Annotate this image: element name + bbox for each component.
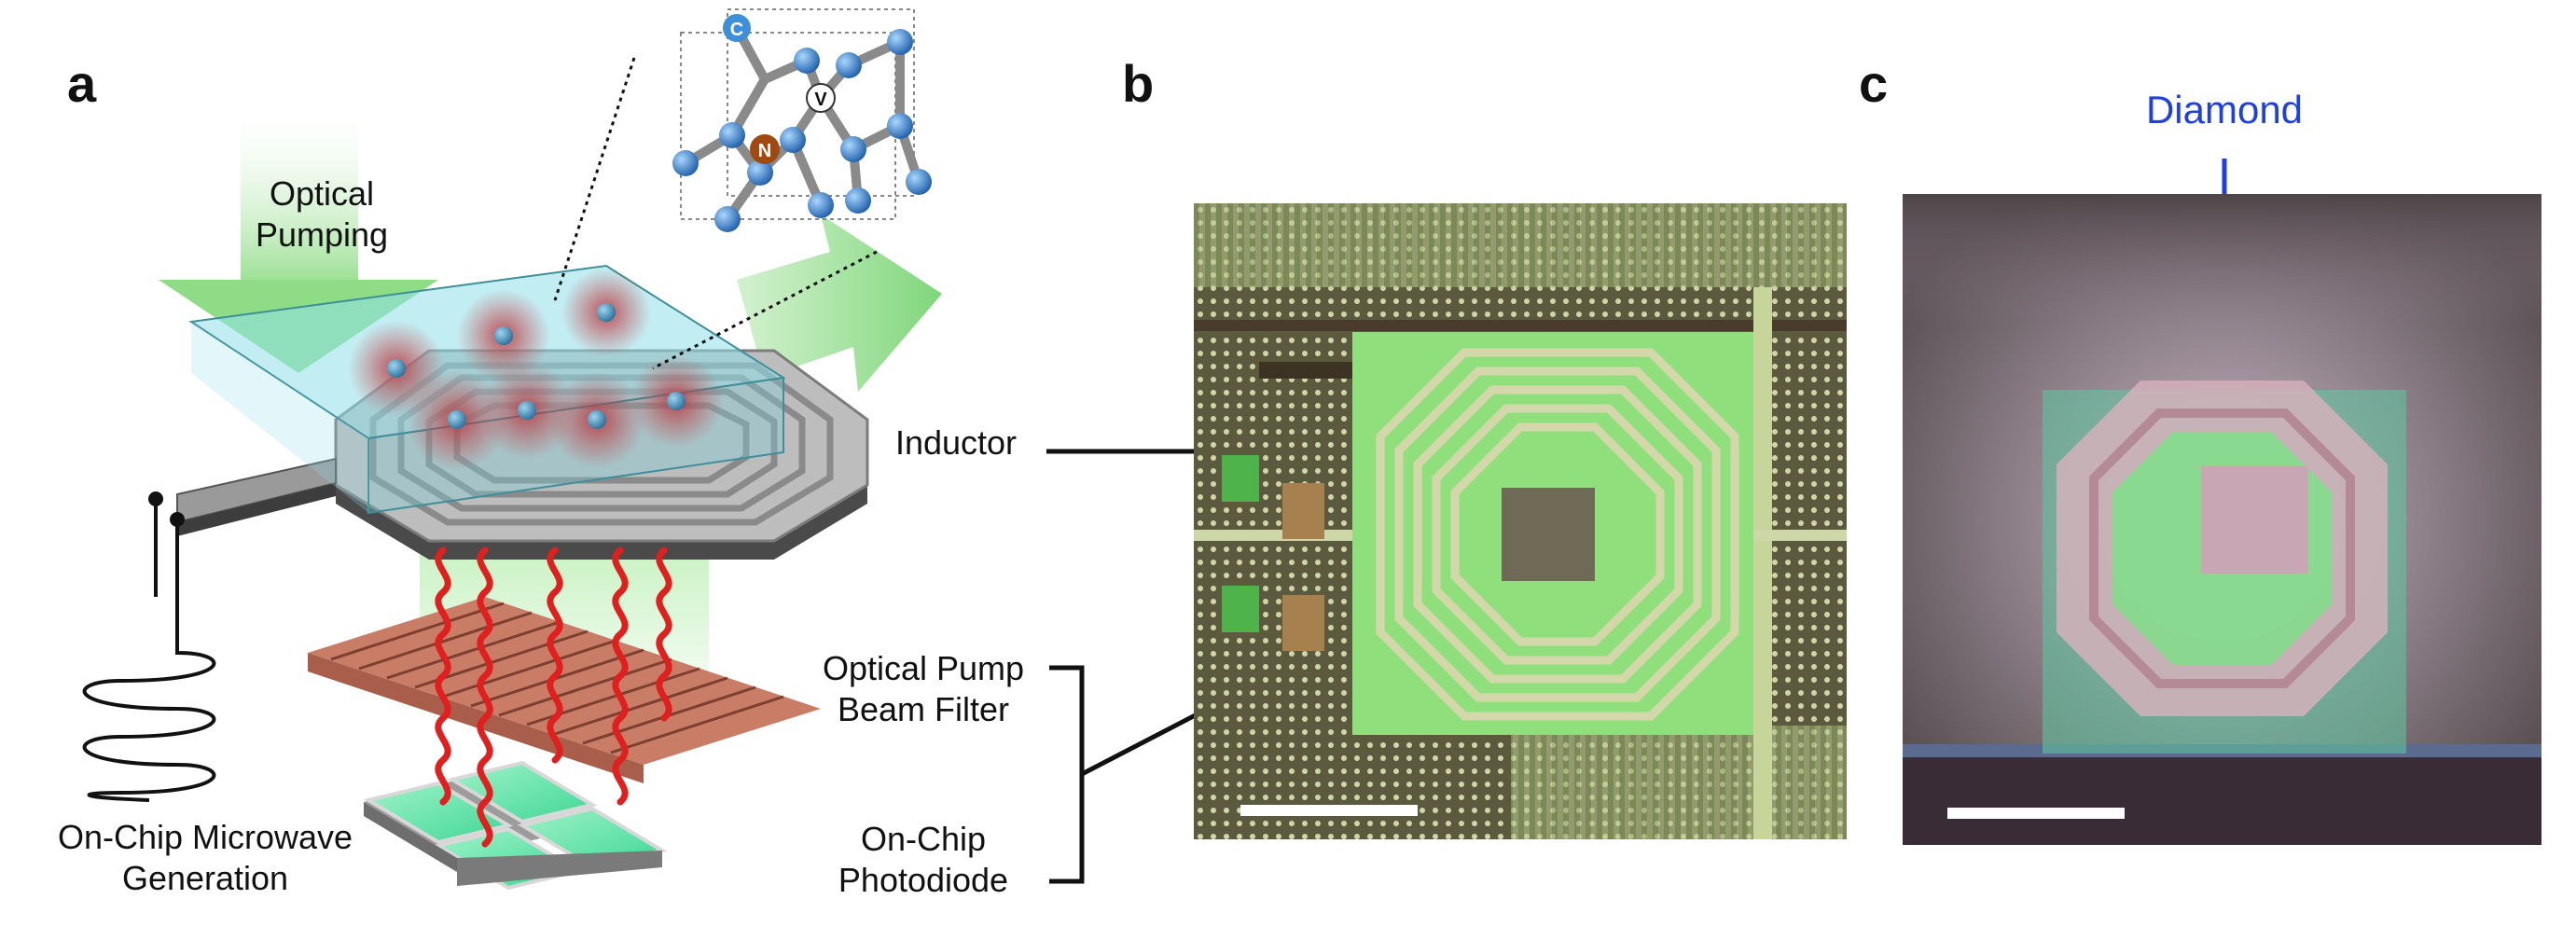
atom-label-v: V [814,90,827,110]
photodiode-label: On-Chip Photodiode [821,819,1026,901]
panel-a-illustration: C V N [82,8,942,891]
fluorescence-waves [435,547,672,848]
chip-micrograph-image [1194,203,1847,839]
filter-label: Optical Pump Beam Filter [802,648,1045,730]
nv-centers [348,268,723,470]
component-bracket [1049,665,1085,884]
photodiode-line-2: Photodiode [838,861,1009,899]
optical-pumping-label: Optical Pumping [215,173,429,256]
optical-pumping-line-2: Pumping [255,215,389,254]
microwave-waveform [82,634,216,802]
filter-line-2: Beam Filter [837,690,1010,728]
emission-arrow [737,214,942,392]
panel-a-letter: a [67,54,97,113]
microwave-label: On-Chip Microwave Generation [28,817,382,899]
zoom-line-left [553,57,636,301]
diamond-micrograph-image [1903,194,2541,845]
photodiode-array [363,760,668,891]
chip-micrograph [1194,203,1847,839]
optical-pumping-line-1: Optical [269,174,375,213]
inductor-label: Inductor [894,423,1018,462]
filter-line-1: Optical Pump [822,649,1025,687]
crystal-lattice: C V N [672,8,932,232]
panel-b-letter: b [1122,54,1155,113]
photodiode-line-1: On-Chip [860,820,987,858]
diamond-label: Diamond [2145,88,2304,131]
diamond-micrograph [1903,194,2541,845]
microwave-line-1: On-Chip Microwave [57,818,353,856]
atom-label-c: C [730,20,743,40]
zoom-line-right [652,250,878,370]
microwave-line-2: Generation [121,859,289,897]
atom-label-n: N [758,141,771,161]
beam-filter-slits [330,602,784,754]
panel-c-letter: c [1859,54,1889,113]
